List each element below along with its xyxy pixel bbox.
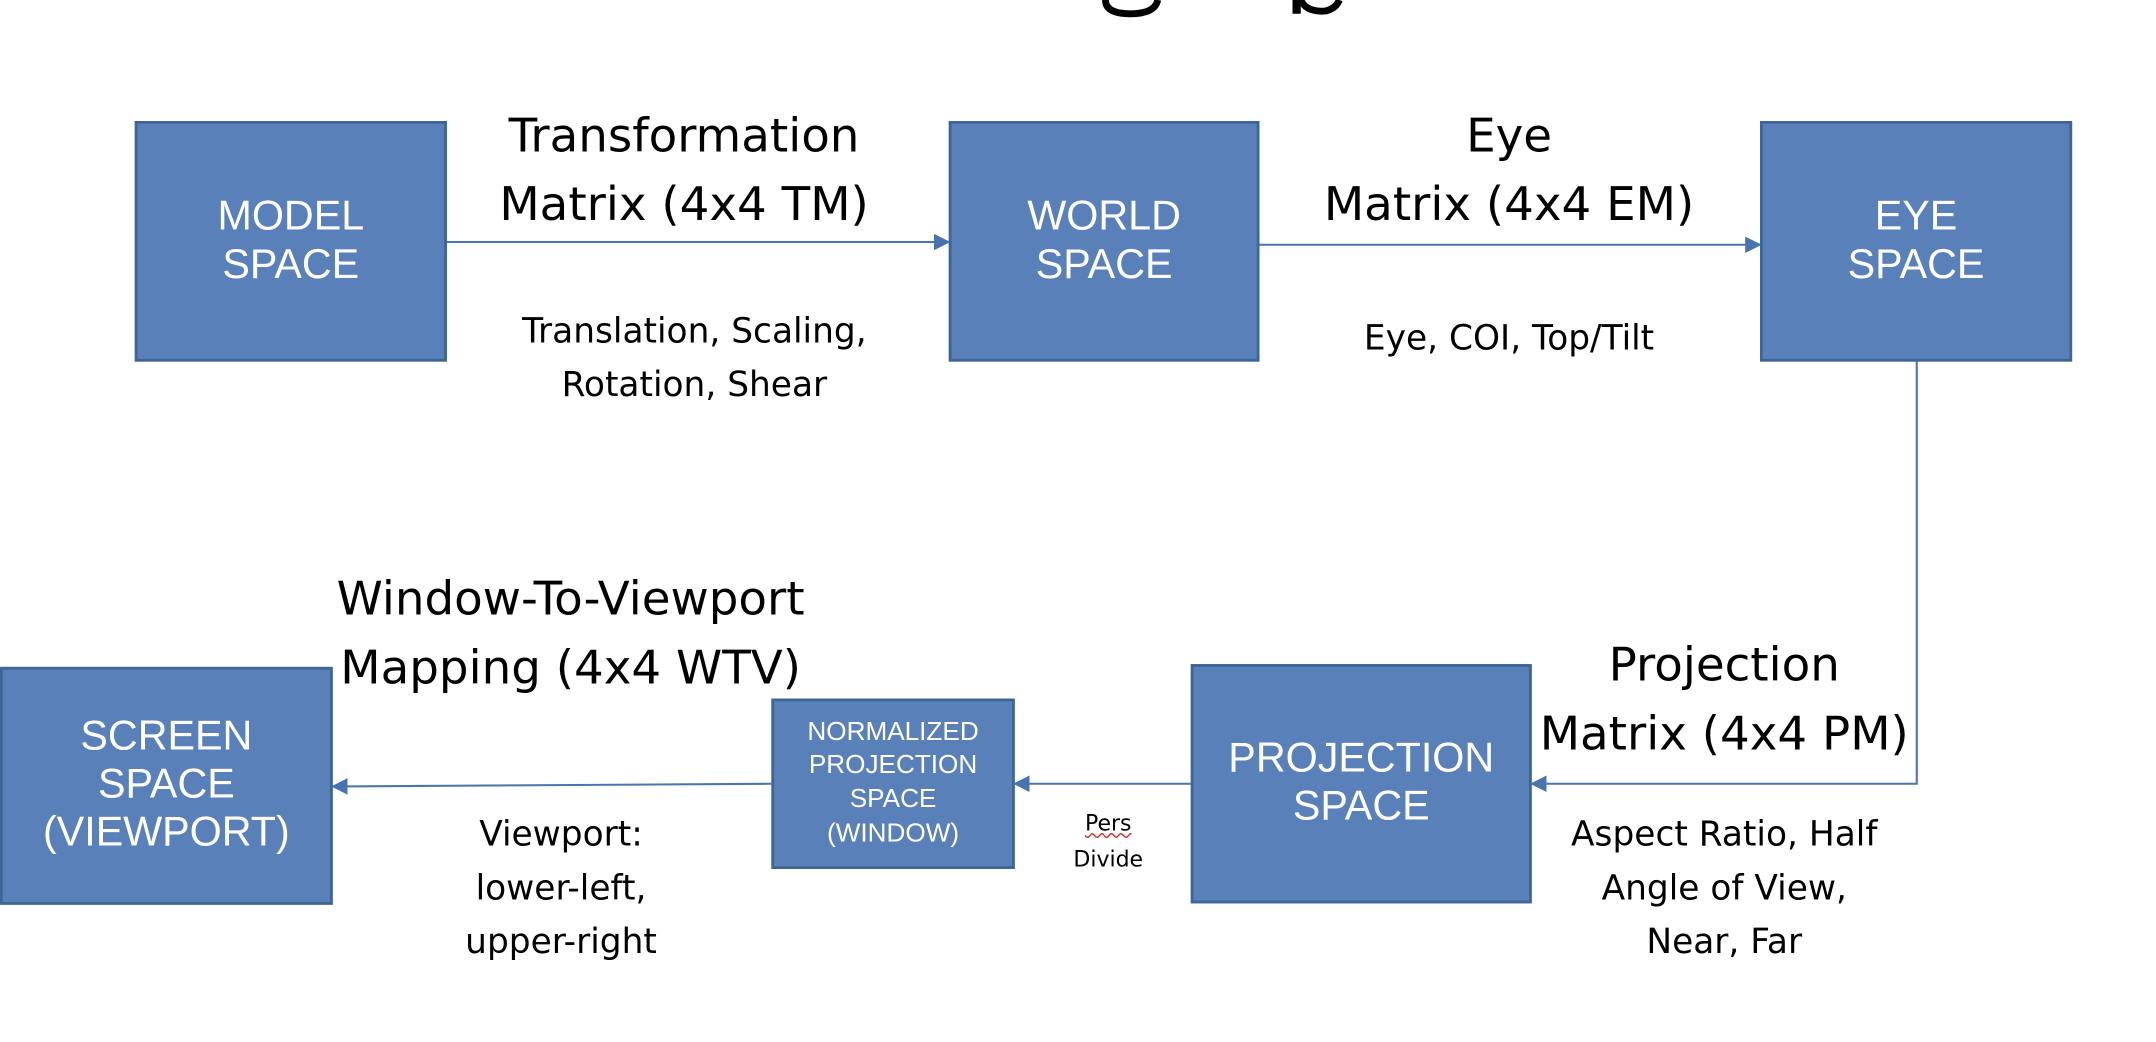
wtv-title: Window-To-Viewport Mapping (4x4 WTV) (289, 565, 853, 703)
eye-space-line1: EYE (1874, 193, 1958, 239)
eye-space-line2: SPACE (1847, 241, 1985, 287)
em-description: Eye, COI, Top/Tilt (1279, 311, 1740, 365)
screen-space-box: SCREEN SPACE (VIEWPORT) (0, 666, 333, 905)
model-space-line2: SPACE (222, 241, 360, 287)
tm-title-line1: Transformation (508, 108, 860, 164)
em-desc-line1: Eye, COI, Top/Tilt (1363, 317, 1655, 358)
arrow-eye-to-projection (1530, 361, 1918, 792)
tm-description: Translation, Scaling, Rotation, Shear (474, 304, 914, 411)
tm-desc-line1: Translation, Scaling, (522, 310, 867, 351)
em-title: Eye Matrix (4x4 EM) (1279, 102, 1740, 240)
projection-space-line1: PROJECTION (1228, 735, 1495, 782)
wtv-description: Viewport: lower-left, upper-right (424, 807, 699, 968)
pm-description: Aspect Ratio, Half Angle of View, Near, … (1526, 807, 1922, 968)
wtv-desc-line2: lower-left, (475, 867, 647, 908)
world-space-line2: SPACE (1035, 241, 1173, 287)
pers-divide-line2: Divide (1073, 845, 1144, 872)
tm-title: Transformation Matrix (4x4 TM) (454, 102, 915, 240)
normalized-line3: SPACE (849, 785, 937, 814)
arrow-normalized-to-screen (331, 778, 772, 795)
normalized-line4: (WINDOW) (827, 819, 960, 848)
world-space-line1: WORLD (1027, 193, 1181, 239)
pers-divide-line1: Pers (1084, 809, 1132, 836)
tm-desc-line2: Rotation, Shear (561, 364, 828, 405)
model-space-line1: MODEL (217, 193, 365, 239)
screen-space-line1: SCREEN (80, 714, 253, 760)
normalized-projection-space-box: NORMALIZED PROJECTION SPACE (WINDOW) (771, 698, 1015, 869)
normalized-line2: PROJECTION (808, 751, 978, 781)
pm-desc-line3: Near, Far (1646, 921, 1803, 962)
pm-title-line2: Matrix (4x4 PM) (1539, 706, 1909, 762)
wtv-desc-line3: upper-right (465, 921, 657, 962)
projection-space-line2: SPACE (1292, 783, 1430, 830)
pm-title: Projection Matrix (4x4 PM) (1526, 631, 1922, 769)
normalized-line1: NORMALIZED (807, 717, 979, 747)
screen-space-line3: (VIEWPORT) (42, 809, 290, 856)
pm-title-line1: Projection (1608, 638, 1840, 693)
pers-divide-label: Pers Divide (1045, 806, 1172, 878)
tm-title-line2: Matrix (4x4 TM) (499, 177, 869, 233)
em-title-line2: Matrix (4x4 EM) (1323, 177, 1695, 233)
screen-space-line2: SPACE (97, 761, 235, 808)
pm-desc-line1: Aspect Ratio, Half (1571, 814, 1878, 854)
wtv-title-line2: Mapping (4x4 WTV) (340, 640, 802, 696)
pm-desc-line2: Angle of View, (1601, 867, 1847, 908)
wtv-desc-line1: Viewport: (479, 814, 643, 854)
cropped-heading-fragment (1102, 0, 1343, 18)
wtv-title-line1: Window-To-Viewport (336, 572, 805, 627)
em-title-line1: Eye (1466, 108, 1553, 164)
